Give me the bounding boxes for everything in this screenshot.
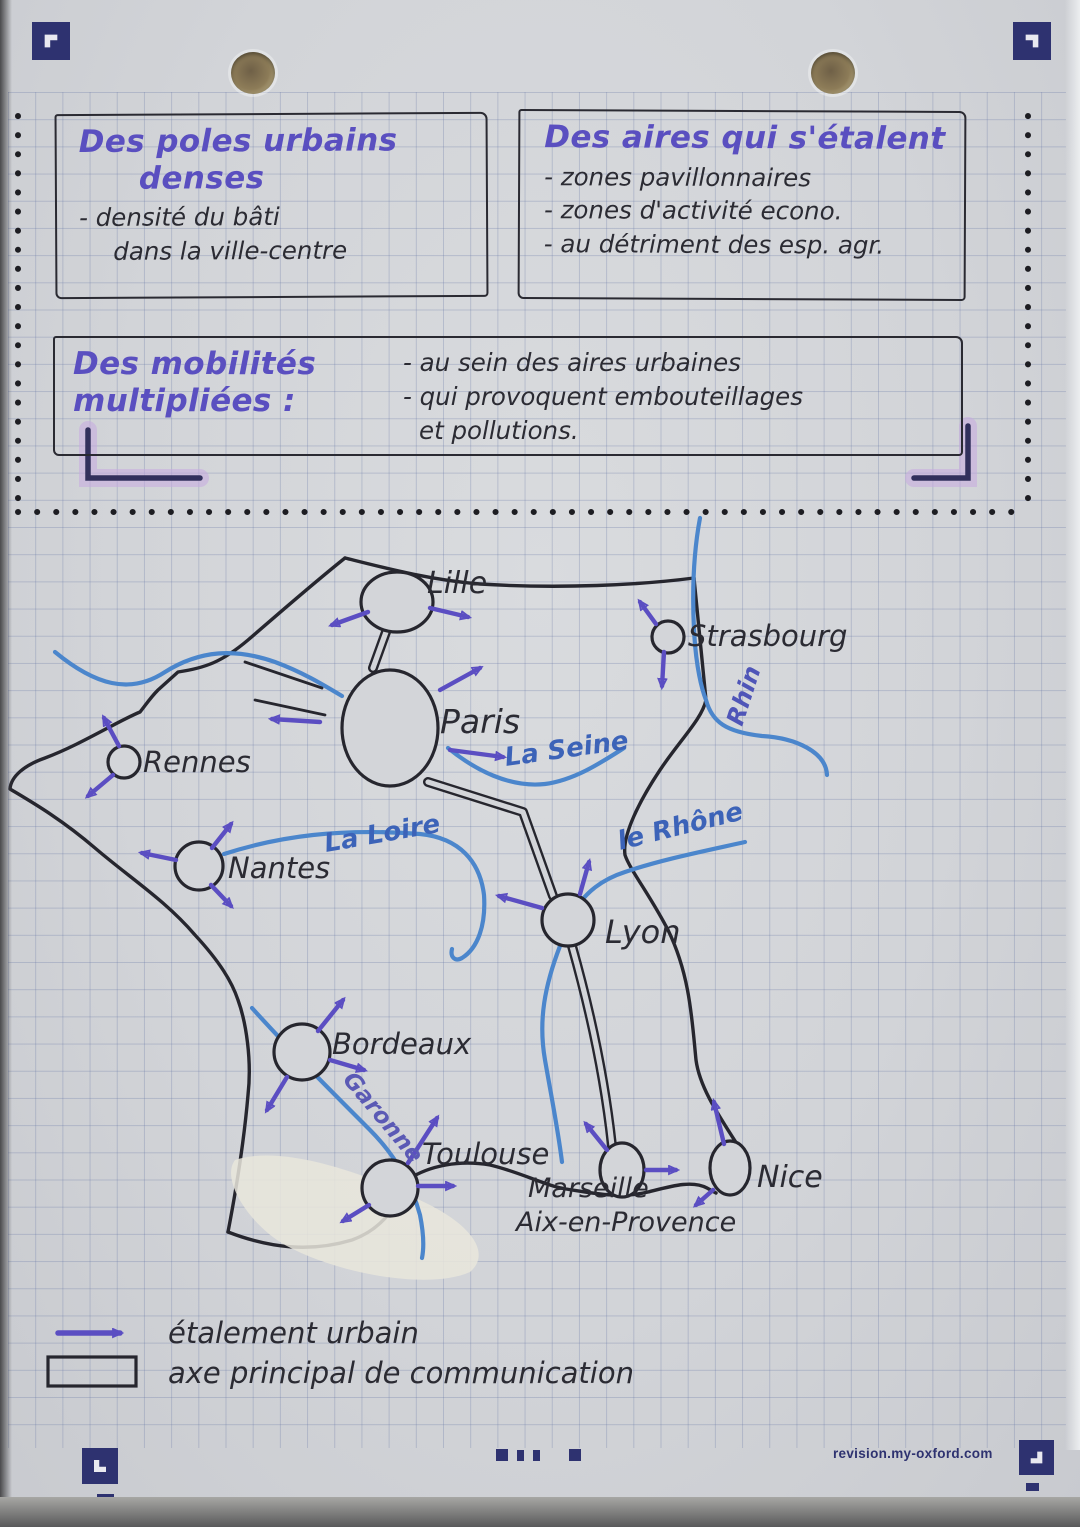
footer-mark-bar-1 (517, 1450, 524, 1461)
rivers (52, 515, 830, 1261)
sprawl-arrow-toulouse-ne (405, 1118, 437, 1166)
river-seine-east (445, 745, 627, 787)
city-circle-lyon (540, 892, 596, 948)
note-line: - zones d'activité econo. (543, 195, 843, 226)
sprawl-arrow-paris-w (272, 719, 323, 722)
sprawl-arrow-rennes-n (101, 718, 122, 749)
city-labels: Lille Paris Strasbourg Rennes Nantes Lyo… (143, 566, 847, 1238)
note-line: - zones pavillonnaires (544, 161, 812, 192)
sprawl-arrow-lyon-n (577, 862, 589, 897)
city-label-rennes: Rennes (143, 745, 251, 779)
sprawl-arrow-marseille-nw (586, 1124, 610, 1153)
axis-paris-west-a (243, 660, 324, 690)
city-circle-strasbourg (650, 619, 686, 655)
river-label-garonne: Garonne (337, 1067, 428, 1168)
city-label-strasbourg: Strasbourg (688, 619, 847, 653)
corner-marker-top-left-icon (32, 22, 70, 60)
river-rhone-north (576, 839, 748, 907)
watermark-url: revision.my-oxford.com (833, 1446, 993, 1461)
note-line: - qui provoquent embouteillages (403, 381, 803, 411)
photo-edge-right (1065, 0, 1080, 1450)
sprawl-arrow-lille-w (332, 609, 371, 625)
city-circle-nantes (173, 840, 225, 892)
river-label-loire: La Loire (322, 809, 442, 859)
city-label-lille: Lille (427, 566, 487, 601)
sprawl-arrow-nice-sw (696, 1187, 716, 1205)
sprawl-arrow-bordeaux-ne (315, 1000, 343, 1034)
note-line: - au détriment des esp. agr. (543, 229, 885, 260)
sprawl-arrow-paris-e (447, 747, 503, 757)
legend-axis-box-icon (46, 1355, 138, 1388)
sprawl-arrow-toulouse-sw (343, 1202, 372, 1221)
sprawl-arrow-rennes-sw (88, 772, 116, 796)
photo-edge-bottom (0, 1497, 1080, 1527)
legend-axis-label: axe principal de communication (168, 1356, 634, 1390)
city-circle-bordeaux (272, 1022, 332, 1082)
city-label-paris: Paris (440, 702, 520, 741)
city-label-nice: Nice (757, 1160, 823, 1195)
punched-hole-right (811, 52, 855, 94)
city-circle-nice (708, 1139, 752, 1197)
river-seine-west (52, 649, 345, 699)
river-label-rhin: Rhin (721, 662, 766, 729)
sprawl-arrow-lille-e (427, 605, 468, 617)
footer-mark-square-1 (496, 1449, 508, 1461)
corner-marker-bottom-left-icon (82, 1448, 118, 1484)
river-rhin (691, 515, 830, 778)
city-label-aix-en-provence: Aix-en-Provence (514, 1207, 736, 1238)
corner-submark-bottom-right (1026, 1483, 1039, 1491)
city-label-lyon: Lyon (605, 913, 680, 951)
sprawl-arrow-paris-ne (437, 665, 480, 693)
city-label-bordeaux: Bordeaux (332, 1027, 472, 1061)
axis-paris-west-b (253, 698, 327, 717)
highlighted-corner-bracket-left (79, 421, 209, 487)
note-box-multiplied-mobilities: Des mobilités multipliées : - au sein de… (53, 336, 963, 456)
note-box-sprawling-areas: Des aires qui s'étalent - zones pavillon… (517, 109, 967, 301)
city-circles (106, 570, 752, 1218)
note-body: - au sein des aires urbaines - qui provo… (403, 346, 803, 454)
footer-mark-square-2 (569, 1449, 581, 1461)
communication-axes (243, 627, 617, 1151)
sprawl-arrow-nantes-ne (209, 824, 231, 851)
city-circle-lille (359, 570, 435, 634)
note-title: Des aires qui s'étalent (544, 119, 946, 157)
city-label-marseille: Marseille (528, 1173, 649, 1204)
footer-mark-bar-2 (533, 1450, 540, 1461)
note-body: - zones pavillonnaires - zones d'activit… (544, 160, 964, 263)
sprawl-arrow-nantes-w (142, 853, 179, 863)
sprawl-arrows (88, 602, 727, 1221)
city-circle-paris (340, 668, 440, 788)
sprawl-arrow-lyon-w (499, 896, 545, 911)
river-rhone-south (540, 943, 565, 1165)
grid-paper (8, 92, 1066, 1448)
note-line: et pollutions. (419, 415, 579, 445)
city-label-nantes: Nantes (228, 851, 330, 885)
note-title: Des poles urbains denses (78, 122, 398, 197)
note-line: - au sein des aires urbaines (403, 348, 741, 377)
corner-marker-bottom-right-icon (1019, 1440, 1054, 1475)
corner-marker-top-right-icon (1013, 22, 1051, 60)
correction-fluid-patch (231, 1155, 479, 1280)
sprawl-arrow-bordeaux-e (327, 1057, 364, 1070)
river-label-seine: La Seine (503, 726, 631, 773)
highlighted-corner-bracket-right (905, 417, 977, 487)
sprawl-arrow-nantes-se (208, 882, 231, 906)
note-body: - densité du bâti dans la ville-centre (78, 202, 348, 266)
note-box-dense-urban-poles: Des poles urbains denses - densité du bâ… (54, 111, 489, 300)
note-title: Des mobilités multipliées : (73, 346, 317, 419)
france-sketch-map: Lille Paris Strasbourg Rennes Nantes Lyo… (8, 515, 847, 1390)
sprawl-arrow-nice-n (714, 1102, 727, 1147)
punched-hole-left (231, 52, 275, 94)
sprawl-arrow-strasbourg-s (662, 649, 664, 686)
legend: étalement urbain axe principal de commun… (46, 1316, 634, 1390)
city-circle-toulouse (360, 1158, 420, 1218)
sprawl-arrow-strasbourg-nw (640, 602, 659, 627)
sprawl-arrow-bordeaux-sw (264, 1074, 290, 1110)
river-loire (221, 829, 487, 962)
photo-edge-left (0, 0, 12, 1527)
city-circle-rennes (106, 744, 142, 780)
dotted-frame (15, 113, 1031, 515)
legend-sprawl-label: étalement urbain (168, 1316, 419, 1350)
city-label-toulouse: Toulouse (422, 1137, 549, 1171)
